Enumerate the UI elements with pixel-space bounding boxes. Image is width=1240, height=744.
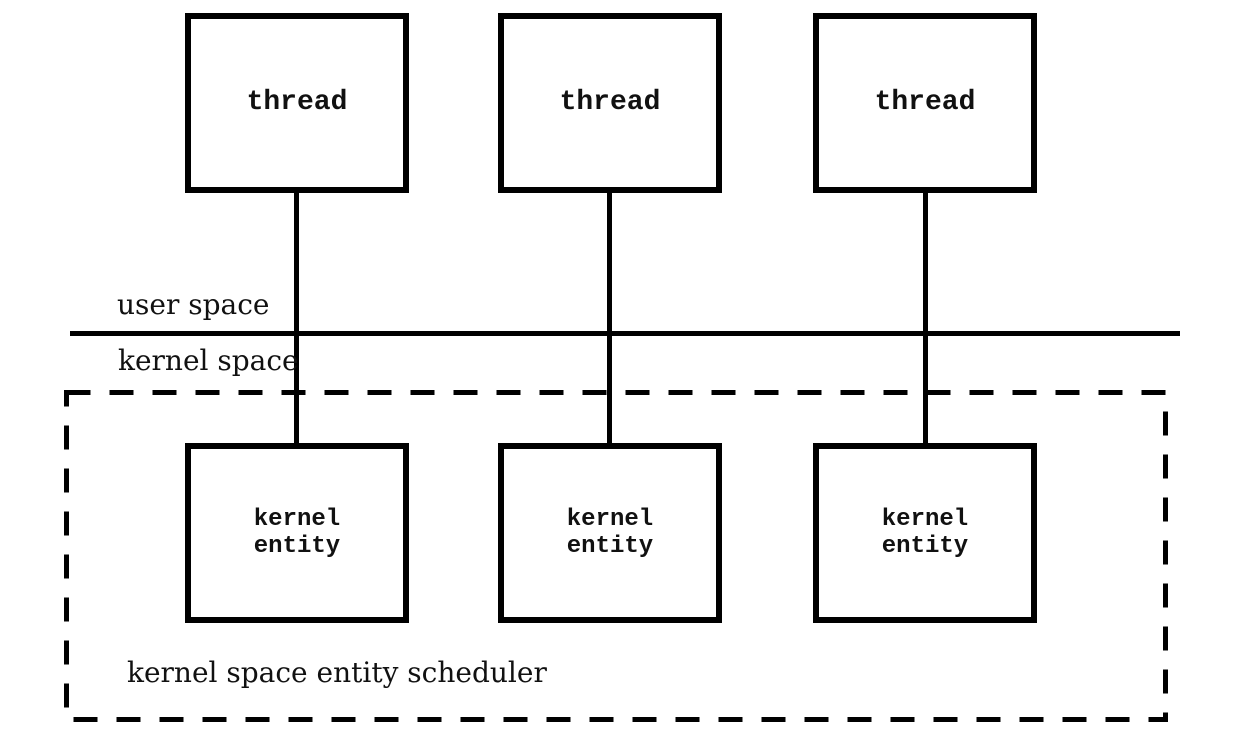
kernel-entity-box-2: kernel entity — [498, 443, 722, 623]
thread-to-kernel-connector-2 — [607, 190, 612, 447]
kernel-space-label: kernel space — [118, 344, 299, 377]
user-space-label: user space — [117, 288, 270, 321]
kernel-entity-box-1: kernel entity — [185, 443, 409, 623]
thread-to-kernel-connector-3 — [923, 190, 928, 447]
kernel-entity-box-1-label: kernel entity — [253, 506, 341, 560]
kernel-entity-box-3: kernel entity — [813, 443, 1037, 623]
thread-box-3: thread — [813, 13, 1037, 193]
kernel-scheduler-label: kernel space entity scheduler — [127, 656, 547, 689]
thread-box-2-label: thread — [559, 87, 661, 118]
thread-box-1: thread — [185, 13, 409, 193]
thread-box-1-label: thread — [246, 87, 348, 118]
kernel-scheduler-boundary — [64, 390, 1168, 722]
kernel-entity-box-3-label: kernel entity — [881, 506, 969, 560]
thread-box-3-label: thread — [874, 87, 976, 118]
kernel-entity-box-2-label: kernel entity — [566, 506, 654, 560]
thread-box-2: thread — [498, 13, 722, 193]
thread-to-kernel-connector-1 — [294, 190, 299, 447]
user-kernel-divider-line — [70, 331, 1180, 336]
